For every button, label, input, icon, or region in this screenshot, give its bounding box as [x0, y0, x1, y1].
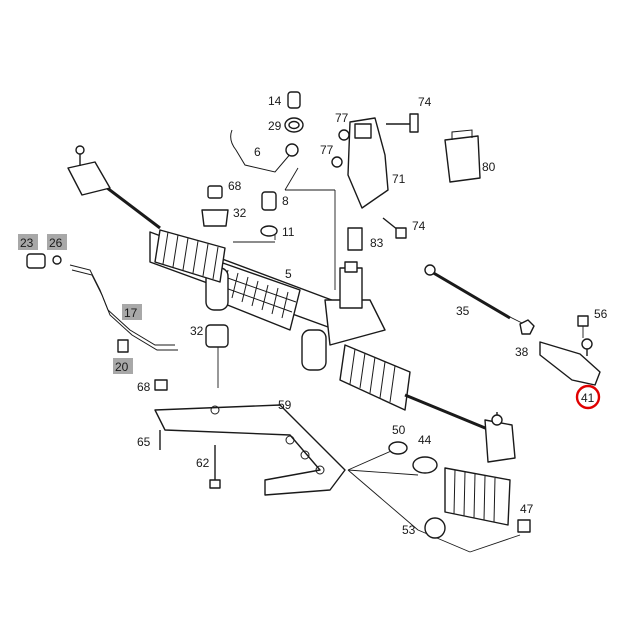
label-23: 23: [20, 236, 34, 250]
highlight-ring-41: [575, 384, 601, 410]
label-17: 17: [124, 306, 138, 320]
label-65: 65: [137, 435, 151, 449]
label-44: 44: [418, 433, 432, 447]
left-tie-rod: [67, 145, 161, 230]
label-box-17: [122, 304, 142, 320]
label-box-26: [47, 234, 67, 250]
mounting-block: [444, 129, 481, 183]
label-26: 26: [49, 236, 63, 250]
label-59: 59: [278, 398, 292, 412]
label-20: 20: [115, 360, 129, 374]
pinion-parts: [201, 91, 304, 237]
label-77-top: 77: [335, 111, 349, 125]
left-bellows: [154, 229, 226, 283]
label-74-top: 74: [418, 95, 432, 109]
label-32-top: 32: [233, 206, 247, 220]
label-47: 47: [520, 502, 534, 516]
label-5: 5: [285, 267, 292, 281]
right-bellows: [339, 344, 411, 411]
label-38: 38: [515, 345, 529, 359]
label-74-mid: 74: [412, 219, 426, 233]
part-labels: 14 29 6 77 77 74 71 80 68 32 8 11 74 83 …: [18, 94, 608, 537]
label-box-23: [18, 234, 38, 250]
label-77-mid: 77: [320, 143, 334, 157]
inner-tie-rod: [424, 264, 589, 335]
bellows-kit: [388, 441, 531, 539]
label-53: 53: [402, 523, 416, 537]
label-6: 6: [254, 145, 261, 159]
label-32-mid: 32: [190, 324, 204, 338]
label-14: 14: [268, 94, 282, 108]
label-80: 80: [482, 160, 496, 174]
label-50: 50: [392, 423, 406, 437]
label-68-top: 68: [228, 179, 242, 193]
label-71: 71: [392, 172, 406, 186]
bolts: [154, 379, 221, 489]
label-56: 56: [594, 307, 608, 321]
label-8: 8: [282, 194, 289, 208]
hose-assembly: [26, 253, 178, 353]
label-68-bottom: 68: [137, 380, 151, 394]
label-29: 29: [268, 119, 282, 133]
label-83: 83: [370, 236, 384, 250]
label-41: 41: [581, 391, 595, 405]
label-box-20: [113, 358, 133, 374]
label-62: 62: [196, 456, 210, 470]
subframe: [154, 324, 346, 496]
right-tie-rod: [404, 393, 516, 463]
steering-coupling: [331, 113, 419, 251]
label-11: 11: [282, 225, 295, 239]
outer-tie-rod-end: [539, 338, 601, 386]
label-35: 35: [456, 304, 470, 318]
